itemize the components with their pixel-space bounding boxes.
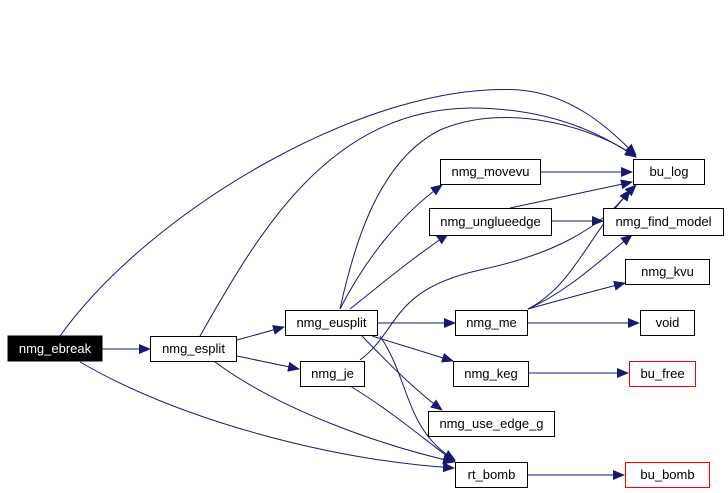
edge-me-bu_log: [527, 184, 637, 310]
edges: [59, 88, 640, 480]
node-label: nmg_kvu: [641, 264, 694, 279]
node-rt-bomb[interactable]: rt_bomb: [455, 462, 528, 488]
node-nmg-kvu[interactable]: nmg_kvu: [625, 259, 710, 285]
node-label: nmg_me: [466, 315, 517, 330]
edge-je-rt_bomb: [349, 385, 456, 463]
edge-eusplit-movevu: [339, 117, 637, 310]
node-nmg-movevu[interactable]: nmg_movevu: [440, 159, 541, 185]
node-label: nmg_ebreak: [19, 341, 92, 356]
node-label: nmg_unglueedge: [440, 214, 540, 229]
node-nmg-ebreak[interactable]: nmg_ebreak: [7, 335, 103, 362]
node-label: nmg_movevu: [451, 164, 529, 179]
edge-unglueedge-bu_log: [509, 179, 633, 209]
node-label: void: [656, 315, 680, 330]
node-label: nmg_esplit: [162, 341, 225, 356]
edge-esplit-je: [236, 355, 300, 372]
edge-esplit-eusplit: [236, 325, 285, 341]
node-bu-free[interactable]: bu_free: [629, 361, 696, 387]
edge-ebreak-bu_log: [59, 88, 637, 337]
node-nmg-keg[interactable]: nmg_keg: [453, 361, 529, 387]
edge-ebreak-rt_bomb: [79, 361, 455, 473]
edge-eusplit-use_edge_g: [361, 335, 443, 411]
node-label: bu_bomb: [640, 467, 694, 482]
node-nmg-esplit[interactable]: nmg_esplit: [150, 336, 237, 362]
edge-eusplit-keg: [371, 335, 454, 363]
nodes: nmg_ebreak nmg_esplit nmg_eusplit nmg_je…: [7, 159, 724, 488]
edge-esplit-rt_bomb: [214, 361, 455, 465]
node-bu-log[interactable]: bu_log: [633, 159, 705, 185]
node-nmg-je[interactable]: nmg_je: [300, 361, 365, 387]
node-label: rt_bomb: [468, 467, 516, 482]
node-label: nmg_find_model: [615, 214, 711, 229]
node-nmg-find-model[interactable]: nmg_find_model: [603, 208, 724, 236]
edge-eusplit-rt_bomb: [379, 335, 456, 461]
node-nmg-eusplit[interactable]: nmg_eusplit: [285, 310, 378, 336]
node-label: nmg_je: [311, 366, 354, 381]
node-nmg-use-edge-g[interactable]: nmg_use_edge_g: [428, 411, 555, 437]
node-nmg-unglueedge[interactable]: nmg_unglueedge: [429, 208, 552, 236]
edge-eusplit-movevu2: [339, 184, 443, 310]
node-label: nmg_eusplit: [296, 315, 366, 330]
edge-eusplit-unglueedge: [349, 233, 449, 310]
edge-esplit-bu_log: [199, 107, 637, 337]
node-void[interactable]: void: [640, 310, 695, 336]
node-nmg-me[interactable]: nmg_me: [455, 310, 528, 336]
edge-me-find_model: [527, 234, 633, 310]
node-bu-bomb[interactable]: bu_bomb: [625, 462, 710, 488]
node-label: nmg_use_edge_g: [439, 416, 543, 431]
node-label: bu_log: [649, 164, 688, 179]
edge-me-kvu: [527, 280, 626, 310]
node-label: nmg_keg: [464, 366, 517, 381]
node-label: bu_free: [640, 366, 684, 381]
